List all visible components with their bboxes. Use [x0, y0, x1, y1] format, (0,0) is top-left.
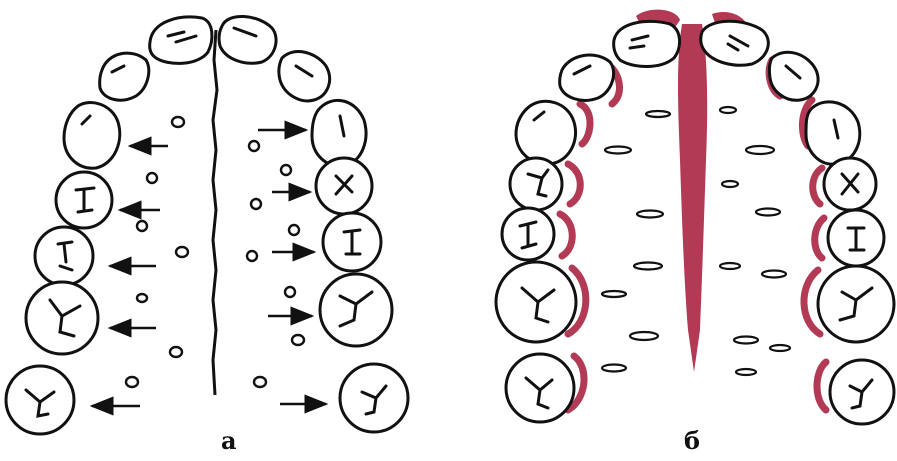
bone-deposit	[580, 104, 590, 144]
palatal-dash	[637, 211, 663, 218]
palatal-dash	[734, 337, 758, 344]
molar-2-left-a	[6, 366, 74, 434]
bone-deposit	[815, 218, 824, 258]
palatal-dash	[630, 332, 658, 340]
arch-a	[6, 16, 408, 434]
palatal-dot	[285, 287, 295, 297]
palatal-dot	[254, 377, 266, 387]
canine-left-b	[516, 101, 576, 164]
palatal-dash	[602, 365, 626, 372]
palatal-dot	[147, 173, 157, 183]
incisor-lateral-left-a	[100, 53, 149, 100]
palatal-dash	[720, 263, 740, 269]
palatal-dash	[720, 107, 736, 113]
caption-b: б	[684, 426, 700, 455]
palatal-dash	[770, 345, 790, 351]
palatal-dash	[602, 291, 626, 297]
palatal-dot	[137, 294, 147, 302]
palatal-dash	[762, 271, 786, 278]
palatal-dot	[292, 335, 304, 345]
palatal-dash	[746, 146, 774, 154]
bone-deposit	[560, 214, 572, 256]
incisor-central-right-b	[701, 21, 769, 65]
midline-suture-a	[213, 30, 217, 395]
palatal-dot	[126, 377, 138, 387]
canine-left-a	[64, 103, 120, 169]
palatal-dot	[249, 141, 259, 151]
palatal-dash	[736, 369, 756, 375]
caption-a: а	[221, 426, 237, 455]
palatal-dash	[646, 111, 670, 117]
arch-b	[496, 10, 894, 424]
widened-midline-suture	[678, 24, 707, 372]
palatal-dot	[170, 347, 182, 357]
palatal-dot	[176, 247, 188, 257]
palatal-dot	[137, 221, 147, 231]
palatal-dash	[605, 147, 631, 154]
palatal-dash	[756, 209, 780, 216]
canine-right-b	[806, 102, 860, 164]
bone-deposit	[568, 164, 580, 204]
palatal-dot	[289, 225, 299, 235]
incisor-lateral-left-b	[560, 55, 614, 100]
incisor-central-left-b	[614, 21, 680, 66]
incisor-lateral-right-b	[769, 52, 818, 100]
palatal-dash	[634, 263, 662, 270]
palatal-dot	[281, 165, 291, 175]
incisor-central-right-a	[219, 16, 276, 63]
palatal-dot	[251, 199, 261, 209]
bone-deposit	[817, 362, 826, 410]
palatal-dot	[172, 117, 184, 127]
incisor-lateral-right-a	[279, 52, 330, 101]
molar-2-left-b	[506, 354, 574, 422]
bone-deposit	[813, 168, 822, 204]
canine-right-a	[312, 100, 366, 166]
palatal-dot	[247, 251, 257, 261]
palatal-dash	[722, 181, 738, 187]
premolar-1-left-b	[510, 158, 562, 210]
